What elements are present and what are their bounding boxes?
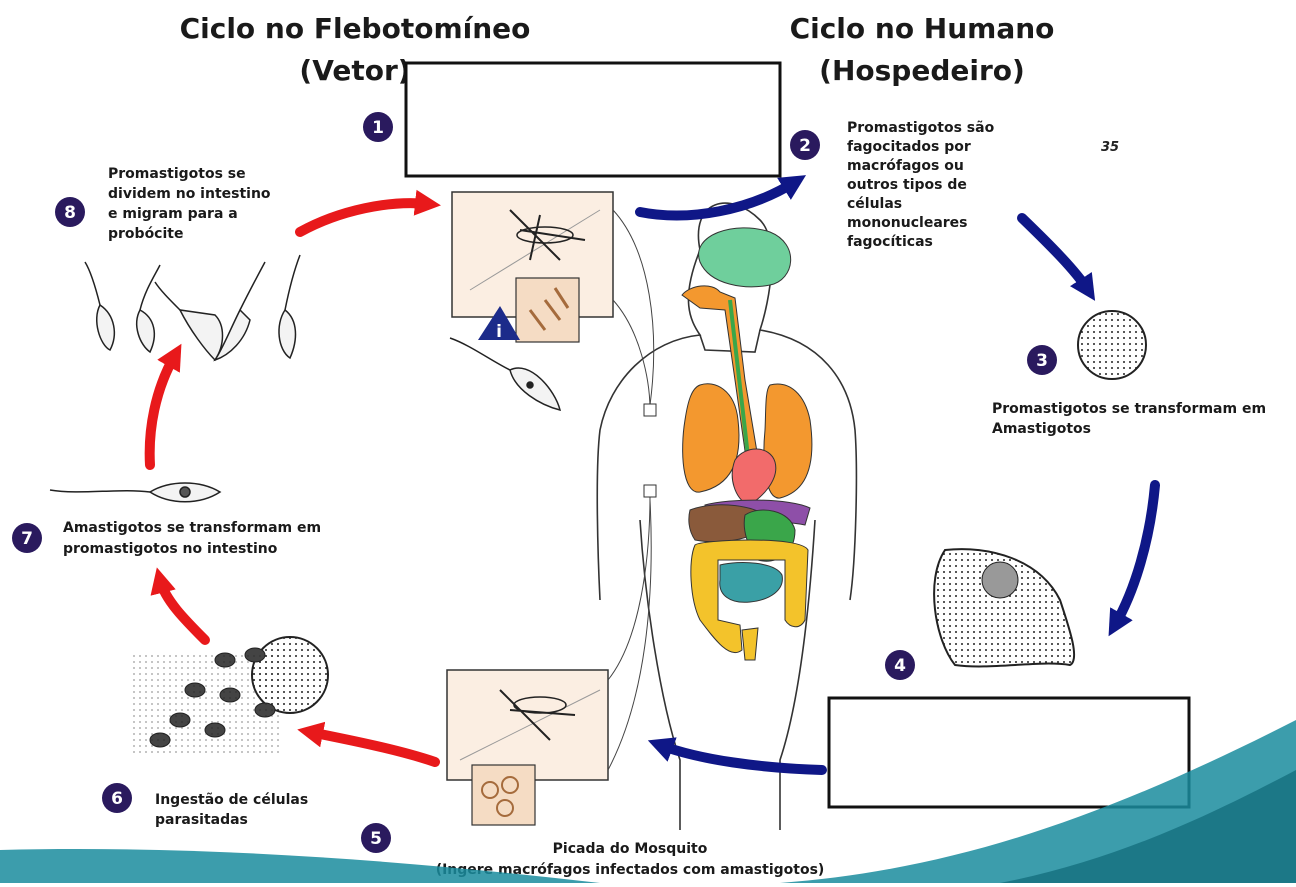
step-5-text-line: Picada do Mosquito bbox=[553, 841, 708, 857]
macrophage-step4 bbox=[934, 549, 1074, 666]
arrow-2-to-3 bbox=[1022, 218, 1088, 290]
arrow-7-to-8 bbox=[150, 355, 175, 465]
arrow-4-to-5 bbox=[660, 745, 822, 770]
page-number: 35 bbox=[1101, 140, 1119, 155]
left-lung bbox=[683, 384, 739, 492]
step-2-text-line: células bbox=[847, 196, 902, 212]
sandfly-panel-bottom bbox=[447, 670, 608, 825]
step-2-text-line: outros tipos de bbox=[847, 177, 967, 193]
step-8-text-line: Promastigotos se bbox=[108, 166, 246, 182]
vector-title-line1: Ciclo no Flebotomíneo bbox=[180, 12, 531, 45]
brain bbox=[699, 228, 791, 287]
promastigotes-group bbox=[85, 255, 300, 360]
arrow-3-to-4 bbox=[1115, 485, 1155, 625]
step-7-text-line: Amastigotos se transformam em bbox=[63, 520, 321, 536]
step-5-number: 5 bbox=[370, 829, 382, 849]
step-2-number: 2 bbox=[799, 136, 811, 156]
small-intestine bbox=[720, 562, 783, 602]
step-3-number: 3 bbox=[1036, 351, 1048, 371]
answer-box-step4 bbox=[829, 698, 1189, 807]
parasitized-cells-step6 bbox=[130, 637, 328, 755]
step-3-text-line: Promastigotos se transformam em bbox=[992, 401, 1266, 417]
step-8-text-line: e migram para a bbox=[108, 206, 238, 222]
arrow-5-to-6 bbox=[310, 732, 435, 762]
step-7-text-line: promastigotos no intestino bbox=[63, 541, 278, 557]
step-1-number: 1 bbox=[372, 118, 384, 138]
step-2-text-line: Promastigotos são bbox=[847, 120, 995, 136]
step-4-number: 4 bbox=[894, 656, 906, 676]
arrow-6-to-7 bbox=[160, 580, 205, 640]
step-8-number: 8 bbox=[64, 203, 76, 223]
step-6-text-line: parasitadas bbox=[155, 812, 248, 828]
panel-connectors bbox=[608, 210, 656, 770]
promastigote-illustration-top bbox=[450, 338, 560, 410]
info-marker-letter: i bbox=[496, 322, 502, 342]
macrophage-step3 bbox=[1078, 311, 1146, 379]
sandfly-panel-top bbox=[452, 192, 613, 342]
human-organs bbox=[682, 228, 812, 660]
step-2-text-line: macrófagos ou bbox=[847, 158, 964, 174]
answer-box-step1 bbox=[406, 63, 780, 176]
step-3-text-line: Amastigotos bbox=[992, 421, 1091, 437]
step-2-text-line: mononucleares bbox=[847, 215, 968, 231]
arrow-1-to-2 bbox=[640, 182, 795, 215]
host-title-line2: (Hospedeiro) bbox=[819, 54, 1025, 87]
step-6-number: 6 bbox=[111, 789, 123, 809]
step-6-text-line: Ingestão de células bbox=[155, 792, 308, 808]
step-2-text-line: fagocitados por bbox=[847, 139, 971, 155]
promastigote-step7 bbox=[50, 483, 220, 502]
step-8-text-line: probócite bbox=[108, 226, 183, 242]
step-7-number: 7 bbox=[21, 529, 33, 549]
step-2-text-line: fagocíticas bbox=[847, 234, 933, 250]
host-title-line1: Ciclo no Humano bbox=[790, 12, 1055, 45]
step-8-text-line: dividem no intestino bbox=[108, 186, 271, 202]
heart bbox=[732, 449, 776, 505]
arrow-8-to-1 bbox=[300, 203, 428, 232]
rectum bbox=[742, 628, 758, 660]
vector-title-line2: (Vetor) bbox=[299, 54, 410, 87]
